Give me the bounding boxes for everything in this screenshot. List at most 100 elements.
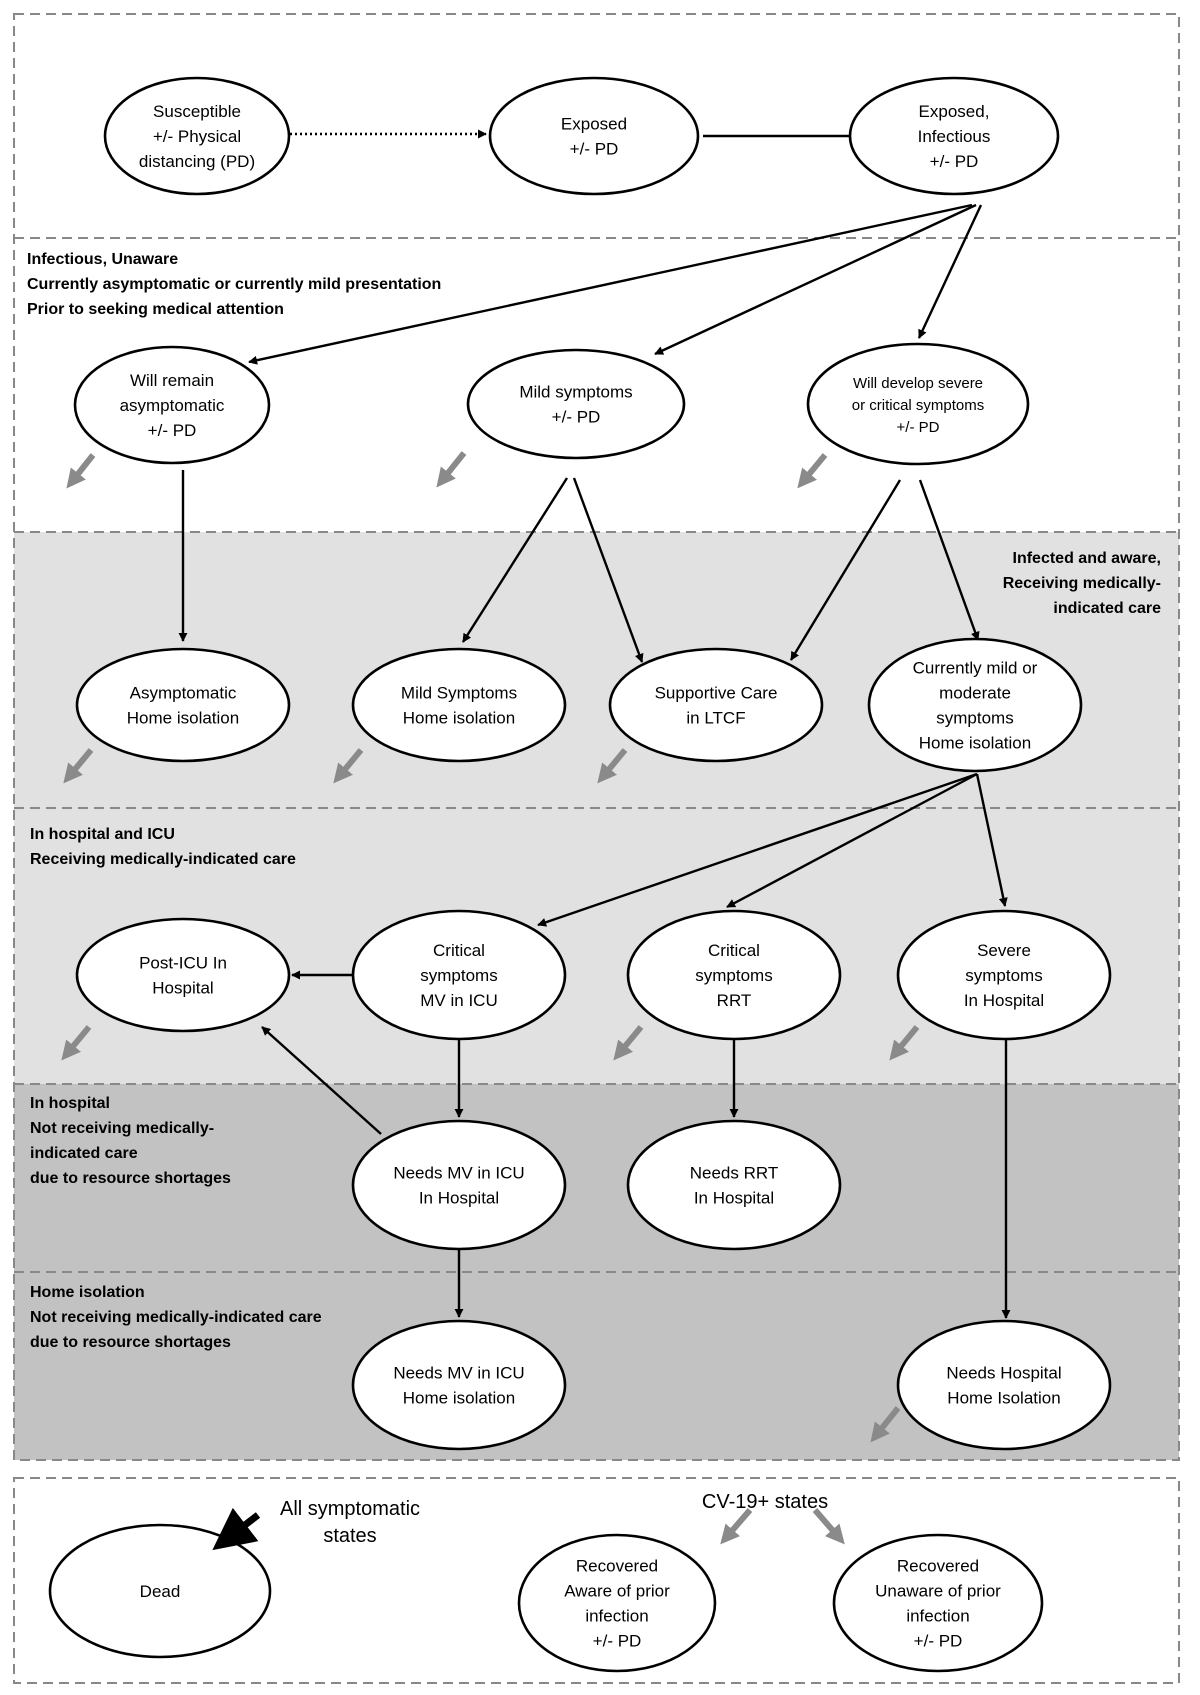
- state-label-line: symptoms: [965, 966, 1042, 985]
- state-ellipse: [351, 1319, 567, 1451]
- state-ellipse: [351, 1119, 567, 1251]
- state-label-line: Needs MV in ICU: [393, 1364, 524, 1383]
- gray-exit-arrow: [889, 1025, 920, 1061]
- zone-title-line: Infected and aware,: [1013, 550, 1162, 567]
- transition-arrow: [461, 477, 569, 643]
- state-node-exposed-infectious: Exposed,Infectious+/- PD: [848, 76, 1060, 196]
- state-label-line: In Hospital: [419, 1189, 499, 1208]
- state-label-line: infection: [906, 1607, 969, 1626]
- state-label-line: symptoms: [420, 966, 497, 985]
- transition-arrow: [572, 477, 644, 663]
- gray-exit-arrow: [870, 1406, 901, 1443]
- transition-arrow: [726, 772, 978, 909]
- transition-arrow: [261, 1026, 382, 1135]
- state-ellipse: [75, 917, 291, 1033]
- transition-arrow: [917, 204, 983, 339]
- state-ellipse: [466, 348, 686, 460]
- state-label: Exposed,Infectious+/- PD: [918, 102, 991, 171]
- gray-exit-arrow: [66, 453, 96, 489]
- state-label-line: Aware of prior: [564, 1582, 670, 1601]
- transition-arrow: [789, 479, 902, 661]
- state-label-line: Recovered: [897, 1557, 979, 1576]
- state-label: Mild symptoms+/- PD: [519, 383, 632, 427]
- state-ellipse: [848, 76, 1060, 196]
- state-ellipse: [608, 647, 824, 763]
- state-label-line: Hospital: [152, 979, 213, 998]
- transition-arrow: [975, 773, 1008, 907]
- state-label-line: +/- PD: [593, 1632, 642, 1651]
- state-label-line: Needs Hospital: [946, 1364, 1061, 1383]
- zone-title-line: In hospital: [30, 1095, 110, 1112]
- state-ellipse: [517, 1533, 717, 1673]
- gray-exit-arrow: [61, 1025, 92, 1061]
- gray-exit-arrow: [333, 748, 364, 784]
- state-label-line: Infectious: [918, 127, 991, 146]
- state-label-line: distancing (PD): [139, 152, 255, 171]
- transition-arrow: [248, 203, 973, 365]
- zone-title-line: indicated care: [30, 1145, 138, 1162]
- gray-exit-arrow: [720, 1508, 753, 1545]
- state-label-line: In Hospital: [694, 1189, 774, 1208]
- transition-arrow: [537, 772, 978, 927]
- state-label-line: Unaware of prior: [875, 1582, 1001, 1601]
- state-label-line: Mild symptoms: [519, 383, 632, 402]
- state-label-line: Asymptomatic: [130, 684, 237, 703]
- state-label-line: infection: [585, 1607, 648, 1626]
- state-label-line: symptoms: [695, 966, 772, 985]
- state-label-line: +/- PD: [570, 140, 619, 159]
- state-ellipse: [351, 647, 567, 763]
- state-node-mild-symptoms: Mild symptoms+/- PD: [466, 348, 686, 460]
- cv19-states-label: CV-19+ states: [702, 1491, 828, 1513]
- state-ellipse: [488, 76, 700, 196]
- state-node-exposed: Exposed +/- PD: [488, 76, 700, 196]
- state-label-line: Mild Symptoms: [401, 684, 517, 703]
- state-label-line: Dead: [140, 1582, 181, 1601]
- state-label-line: Needs RRT: [690, 1164, 779, 1183]
- state-ellipse: [103, 76, 291, 196]
- state-label-line: Severe: [977, 941, 1031, 960]
- state-label-line: +/- PD: [148, 421, 197, 440]
- gray-exit-arrow: [797, 453, 828, 489]
- state-label-line: symptoms: [936, 709, 1013, 728]
- state-label-line: Will develop severe: [853, 375, 983, 392]
- zone-title-line: Receiving medically-: [1003, 575, 1161, 592]
- state-label-line: Home isolation: [127, 709, 239, 728]
- gray-exit-arrow: [436, 451, 467, 488]
- state-label-line: or critical symptoms: [852, 397, 985, 414]
- state-label-line: Home isolation: [403, 709, 515, 728]
- state-ellipse: [73, 345, 271, 465]
- state-node-needs-rrt-hospital: Needs RRT In Hospital: [626, 1119, 842, 1251]
- state-ellipse: [867, 637, 1083, 773]
- state-label-line: Susceptible: [153, 102, 241, 121]
- state-label-line: Home isolation: [919, 734, 1031, 753]
- zone-title-line: due to resource shortages: [30, 1334, 231, 1351]
- state-label-line: Exposed,: [919, 102, 990, 121]
- gray-exit-arrow: [812, 1508, 845, 1545]
- gray-exit-arrow: [63, 748, 94, 784]
- all-symptomatic-line: states: [323, 1525, 376, 1547]
- state-label-line: Exposed: [561, 115, 627, 134]
- state-label-line: +/- PD: [897, 419, 940, 436]
